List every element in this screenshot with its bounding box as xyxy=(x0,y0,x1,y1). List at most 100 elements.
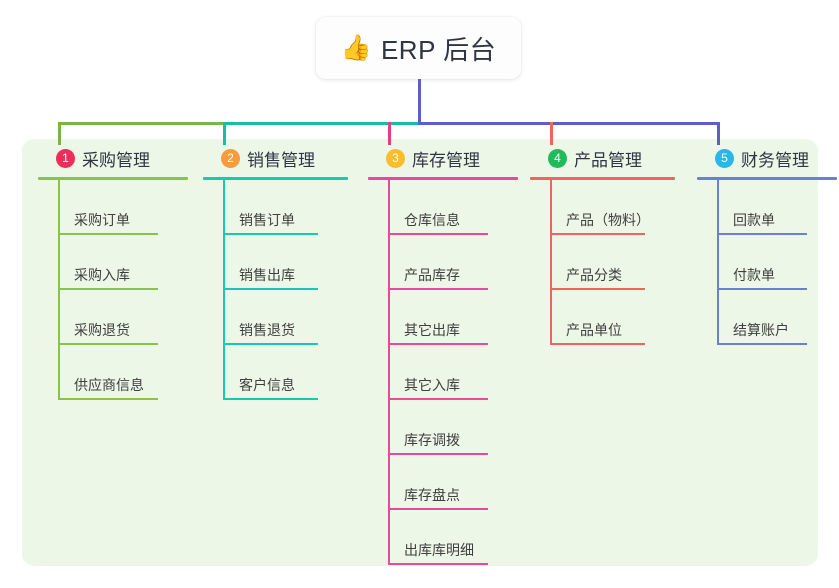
column-header-5[interactable]: 5 财务管理 xyxy=(697,145,837,171)
list-item-label: 仓库信息 xyxy=(404,212,460,228)
list-item[interactable]: 其它入库 xyxy=(368,345,518,400)
list-item-rule xyxy=(717,233,807,235)
column-title: 财务管理 xyxy=(741,150,809,170)
list-item[interactable]: 采购入库 xyxy=(38,235,188,290)
connector-drop-2 xyxy=(223,122,226,145)
column-采购管理: 1 采购管理采购订单采购入库采购退货供应商信息 xyxy=(38,145,188,400)
root-node-title: ERP 后台 xyxy=(380,34,497,65)
list-item-label: 产品单位 xyxy=(566,322,622,338)
list-item-label: 采购订单 xyxy=(74,212,130,228)
list-item-rule xyxy=(58,343,158,345)
column-header-1[interactable]: 1 采购管理 xyxy=(38,145,188,171)
column-title: 采购管理 xyxy=(82,150,150,170)
list-item-rule xyxy=(58,233,158,235)
column-badge-5: 5 xyxy=(715,148,734,168)
list-item[interactable]: 库存盘点 xyxy=(368,455,518,510)
connector-bar-blue xyxy=(418,122,720,125)
list-item[interactable]: 库存调拨 xyxy=(368,400,518,455)
column-badge-1: 1 xyxy=(56,148,75,168)
connector-drop-3 xyxy=(388,122,391,145)
list-item-rule xyxy=(223,398,318,400)
list-item-label: 销售订单 xyxy=(239,212,295,228)
list-item-rule xyxy=(717,288,807,290)
list-item-label: 供应商信息 xyxy=(74,377,144,393)
list-item-rule xyxy=(550,288,645,290)
list-item[interactable]: 采购订单 xyxy=(38,180,188,235)
list-item-rule xyxy=(388,398,488,400)
column-财务管理: 5 财务管理回款单付款单结算账户 xyxy=(697,145,837,345)
column-spine xyxy=(388,180,390,565)
list-item-rule xyxy=(388,343,488,345)
list-item-rule xyxy=(223,233,318,235)
list-item-rule xyxy=(223,343,318,345)
root-node-erp-backend[interactable]: 👍 ERP 后台 xyxy=(316,17,521,79)
connector-drop-5 xyxy=(717,122,720,145)
column-title: 库存管理 xyxy=(412,150,480,170)
list-item[interactable]: 出库库明细 xyxy=(368,510,518,565)
list-item[interactable]: 采购退货 xyxy=(38,290,188,345)
column-items: 销售订单销售出库销售退货客户信息 xyxy=(203,180,348,400)
column-spine xyxy=(717,180,719,345)
list-item[interactable]: 仓库信息 xyxy=(368,180,518,235)
list-item-rule xyxy=(388,508,488,510)
content-panel xyxy=(22,139,818,566)
column-header-rule xyxy=(530,177,675,180)
list-item[interactable]: 结算账户 xyxy=(697,290,837,345)
list-item-label: 付款单 xyxy=(733,267,775,283)
list-item-rule xyxy=(388,453,488,455)
column-header-rule xyxy=(368,177,518,180)
list-item[interactable]: 销售订单 xyxy=(203,180,348,235)
connector-bar-green xyxy=(58,122,226,125)
list-item-rule xyxy=(58,288,158,290)
list-item-rule xyxy=(717,343,807,345)
list-item-label: 其它入库 xyxy=(404,377,460,393)
list-item-rule xyxy=(388,563,488,565)
list-item[interactable]: 回款单 xyxy=(697,180,837,235)
column-header-rule xyxy=(203,177,348,180)
column-items: 仓库信息产品库存其它出库其它入库库存调拨库存盘点出库库明细 xyxy=(368,180,518,565)
list-item-label: 采购退货 xyxy=(74,322,130,338)
list-item[interactable]: 销售退货 xyxy=(203,290,348,345)
list-item-label: 客户信息 xyxy=(239,377,295,393)
column-spine xyxy=(223,180,225,400)
connector-drop-1 xyxy=(58,122,61,145)
column-badge-4: 4 xyxy=(548,148,567,168)
list-item-label: 库存调拨 xyxy=(404,432,460,448)
list-item-label: 出库库明细 xyxy=(404,542,474,558)
connector-trunk xyxy=(418,79,421,125)
list-item[interactable]: 其它出库 xyxy=(368,290,518,345)
column-产品管理: 4 产品管理产品（物料） 产品分类产品单位 xyxy=(530,145,675,345)
thumbs-up-icon: 👍 xyxy=(340,33,372,62)
list-item-label: 销售出库 xyxy=(239,267,295,283)
connector-bar-teal xyxy=(223,122,421,125)
list-item[interactable]: 产品（物料） xyxy=(530,180,675,235)
list-item[interactable]: 产品单位 xyxy=(530,290,675,345)
list-item-rule xyxy=(58,398,158,400)
list-item[interactable]: 产品分类 xyxy=(530,235,675,290)
list-item-rule xyxy=(388,288,488,290)
column-items: 产品（物料） 产品分类产品单位 xyxy=(530,180,675,345)
column-header-4[interactable]: 4 产品管理 xyxy=(530,145,675,171)
list-item-label: 产品库存 xyxy=(404,267,460,283)
list-item-label: 产品分类 xyxy=(566,267,622,283)
list-item-label: 库存盘点 xyxy=(404,487,460,503)
list-item[interactable]: 销售出库 xyxy=(203,235,348,290)
column-spine xyxy=(58,180,60,400)
list-item[interactable]: 产品库存 xyxy=(368,235,518,290)
list-item-label: 销售退货 xyxy=(239,322,295,338)
column-title: 产品管理 xyxy=(574,150,642,170)
column-header-rule xyxy=(697,177,837,180)
list-item[interactable]: 客户信息 xyxy=(203,345,348,400)
list-item-rule xyxy=(550,233,645,235)
list-item[interactable]: 付款单 xyxy=(697,235,837,290)
connector-drop-4 xyxy=(550,122,553,145)
list-item-label: 结算账户 xyxy=(733,322,789,338)
list-item-label: 产品（物料） xyxy=(566,212,650,228)
column-spine xyxy=(550,180,552,345)
column-items: 回款单付款单结算账户 xyxy=(697,180,837,345)
list-item[interactable]: 供应商信息 xyxy=(38,345,188,400)
